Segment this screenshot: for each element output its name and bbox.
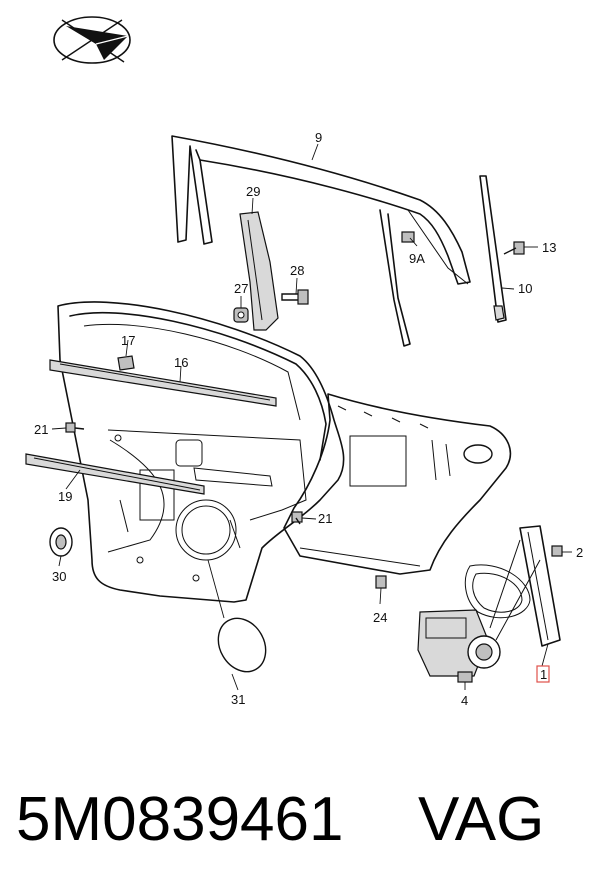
label-part-2: 2 bbox=[576, 545, 583, 560]
label-part-21-right: 21 bbox=[318, 511, 332, 526]
screw-part-21-left bbox=[65, 422, 85, 433]
callout-labels: 1 2 4 9 9A 10 13 16 17 19 21 21 24 27 28… bbox=[34, 130, 583, 708]
label-part-9a: 9A bbox=[409, 251, 425, 266]
part-number-footer: 5M0839461 VAG bbox=[16, 784, 586, 864]
trim-strip-part-29 bbox=[239, 211, 279, 331]
bolt-part-13 bbox=[503, 241, 525, 255]
label-part-21-left: 21 bbox=[34, 422, 48, 437]
motor-part-4 bbox=[417, 609, 501, 683]
label-part-4: 4 bbox=[461, 693, 468, 708]
brand-name: VAG bbox=[418, 785, 545, 854]
label-part-28: 28 bbox=[290, 263, 304, 278]
label-part-17: 17 bbox=[121, 333, 135, 348]
grommet-part-30 bbox=[49, 527, 73, 557]
window-regulator-part-1 bbox=[464, 525, 563, 647]
highlight-box-part-1 bbox=[536, 665, 550, 683]
bolt-part-28 bbox=[281, 289, 309, 305]
label-part-10: 10 bbox=[518, 281, 532, 296]
clip-part-9a bbox=[401, 231, 415, 243]
paper-plane-in-ellipse-icon bbox=[53, 16, 131, 64]
label-part-1: 1 bbox=[540, 667, 547, 682]
window-glass-part-9 bbox=[171, 135, 471, 347]
inner-door-panel bbox=[283, 393, 512, 575]
bolt-part-24 bbox=[375, 575, 387, 589]
door-frame bbox=[57, 301, 345, 603]
window-seal-part-19 bbox=[25, 453, 205, 495]
clip-part-27 bbox=[233, 307, 249, 323]
leader-lines bbox=[51, 143, 572, 691]
label-part-27: 27 bbox=[234, 281, 248, 296]
label-part-30: 30 bbox=[52, 569, 66, 584]
screw-part-21-right bbox=[291, 511, 303, 525]
cover-cap-part-31 bbox=[217, 617, 267, 673]
label-part-29: 29 bbox=[246, 184, 260, 199]
label-part-31: 31 bbox=[231, 692, 245, 707]
window-seal-part-16 bbox=[49, 359, 277, 407]
label-part-24: 24 bbox=[373, 610, 387, 625]
clip-part-17 bbox=[117, 355, 135, 371]
window-guide-part-10 bbox=[479, 175, 507, 323]
label-part-16: 16 bbox=[174, 355, 188, 370]
label-part-13: 13 bbox=[542, 240, 556, 255]
label-part-19: 19 bbox=[58, 489, 72, 504]
part-number: 5M0839461 bbox=[16, 785, 344, 854]
speaker-opening bbox=[175, 499, 237, 561]
label-part-9: 9 bbox=[315, 130, 322, 145]
